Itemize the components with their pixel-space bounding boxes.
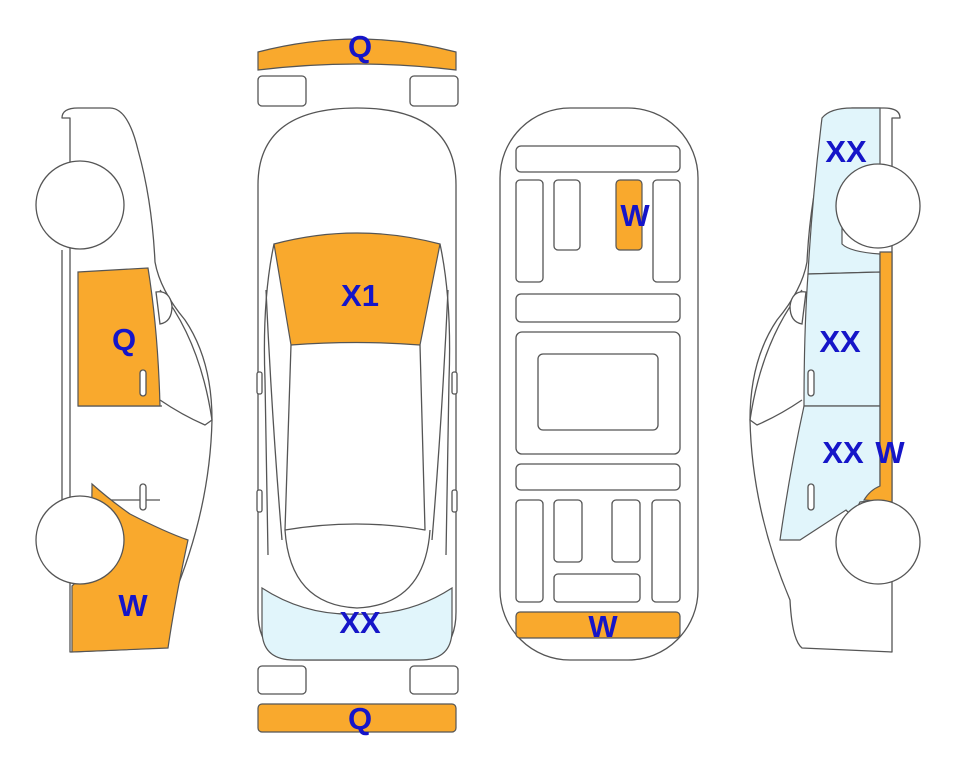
label-interior-rear-seat: W: [620, 198, 650, 233]
rear-left-seat-outer[interactable]: [515, 499, 544, 603]
label-left-rear-quarter: W: [118, 588, 148, 623]
roof-outline: [284, 344, 426, 531]
right-side-crease: [431, 289, 449, 541]
label-right-rocker: W: [875, 435, 905, 470]
left-front-wheel[interactable]: [35, 160, 125, 250]
label-rear-window: XX: [339, 605, 381, 640]
left-rear-wheel[interactable]: [35, 495, 125, 585]
rear-right-light[interactable]: [409, 665, 459, 695]
front-console[interactable]: [515, 293, 681, 323]
front-left-seat[interactable]: [553, 179, 581, 251]
right-door-window-line: [749, 289, 803, 426]
rear-bumper-panel[interactable]: [257, 703, 457, 733]
rear-left-light[interactable]: [257, 665, 307, 695]
label-left-front-door: Q: [112, 322, 136, 357]
rear-right-seat[interactable]: [611, 499, 641, 563]
front-right-seat[interactable]: [615, 179, 643, 251]
right-front-handle[interactable]: [807, 369, 815, 397]
label-rear-bumper: Q: [348, 701, 372, 736]
left-front-door-panel[interactable]: [77, 267, 161, 407]
rear-window-panel[interactable]: [261, 586, 453, 661]
interior-outline: [499, 107, 699, 661]
rear-left-seat[interactable]: [553, 499, 583, 563]
label-windshield: X1: [341, 278, 379, 313]
left-side-crease: [265, 289, 283, 541]
left-rear-handle[interactable]: [139, 483, 147, 511]
label-right-front-door: XX: [819, 324, 861, 359]
top-body-outline: [257, 107, 457, 661]
left-door-line: [78, 405, 162, 501]
damage-labels: Q X1 XX Q W W Q W XX XX XX W: [112, 29, 905, 736]
interior-view: [499, 107, 699, 661]
left-side-view: [35, 107, 213, 653]
front-left-light[interactable]: [257, 75, 307, 107]
trunk-panel[interactable]: [515, 611, 681, 639]
right-mirror[interactable]: [789, 291, 807, 325]
right-side-view: [749, 107, 921, 653]
dashboard[interactable]: [515, 145, 681, 173]
left-door-window-line: [159, 289, 213, 426]
label-right-front-fender: XX: [825, 134, 867, 169]
right-handle[interactable]: [451, 489, 458, 513]
label-interior-trunk: W: [588, 609, 618, 644]
left-handle[interactable]: [256, 489, 263, 513]
front-right-light[interactable]: [409, 75, 459, 107]
top-view: [256, 38, 459, 733]
floor-center[interactable]: [537, 353, 659, 431]
right-rear-handle[interactable]: [807, 483, 815, 511]
right-mirror[interactable]: [451, 371, 458, 395]
rear-center-seat[interactable]: [553, 573, 641, 603]
label-front-bumper: Q: [348, 29, 372, 64]
front-bumper-panel[interactable]: [257, 38, 457, 71]
rear-right-seat-outer[interactable]: [651, 499, 681, 603]
right-front-wheel[interactable]: [835, 163, 921, 249]
right-rear-wheel[interactable]: [835, 499, 921, 585]
right-a-pillar-line: [439, 243, 451, 556]
left-front-handle[interactable]: [139, 369, 147, 397]
front-right-seat-outer[interactable]: [652, 179, 681, 283]
rear-console[interactable]: [515, 463, 681, 491]
left-mirror[interactable]: [155, 291, 173, 325]
front-left-seat-outer[interactable]: [515, 179, 544, 283]
trunk-line: [284, 529, 431, 609]
left-mirror[interactable]: [256, 371, 263, 395]
label-right-rear-door: XX: [822, 435, 864, 470]
left-a-pillar-line: [263, 243, 275, 556]
